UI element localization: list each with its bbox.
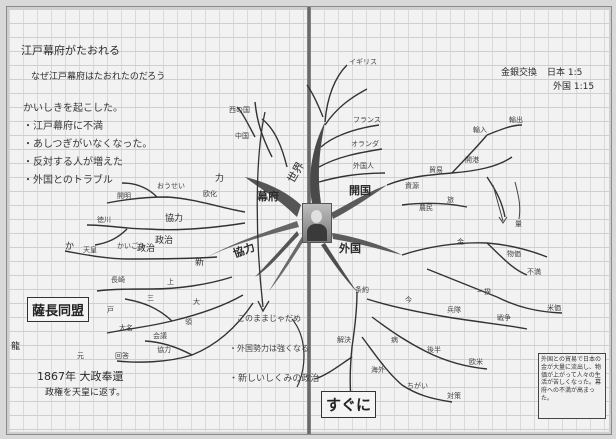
branch-word: 後半 bbox=[427, 346, 441, 354]
branch-word: 物価 bbox=[507, 250, 521, 258]
branch-word: イギリス bbox=[349, 58, 377, 66]
reason-item: ・反対する人が増えた bbox=[23, 157, 123, 168]
branch-word: 力 bbox=[215, 174, 225, 184]
branch-word: 海外 bbox=[371, 366, 385, 374]
central-blob bbox=[245, 177, 301, 217]
branch-word: 不満 bbox=[527, 268, 541, 276]
page-title: 江戸幕府がたおれる bbox=[21, 44, 120, 57]
branch-word: 三 bbox=[147, 294, 154, 302]
notebook-spread: 江戸幕府がたおれる なぜ江戸幕府はたおれたのだろう かいしきを起こした。 ・江戸… bbox=[6, 6, 612, 435]
branch-word: 輸入 bbox=[473, 126, 487, 134]
branch-word: 中国 bbox=[235, 132, 249, 140]
exchange-title: 金銀交換 bbox=[501, 68, 538, 78]
branch-word: 上 bbox=[167, 278, 174, 286]
center-note-line: ・新しいしくみの政治 bbox=[229, 374, 320, 384]
branch-word: 欧化 bbox=[203, 190, 217, 198]
branch-word: 金 bbox=[457, 238, 464, 246]
branch-word: 大 bbox=[193, 298, 200, 306]
branch-word: かいごう bbox=[117, 242, 145, 250]
branch-word: 領 bbox=[185, 318, 192, 326]
branch-word: 量 bbox=[515, 220, 522, 228]
branch-word: 長崎 bbox=[111, 276, 125, 284]
reason-item: ・あしつぎがいなくなった。 bbox=[23, 139, 153, 150]
central-arm-lower bbox=[321, 243, 357, 292]
branch-word: 資源 bbox=[405, 182, 419, 190]
soon-box: すぐに bbox=[321, 391, 377, 418]
central-arm-rightlow bbox=[332, 233, 402, 255]
portrait-face bbox=[311, 210, 322, 223]
branch-word: 大名 bbox=[119, 324, 133, 332]
branch-word: フランス bbox=[353, 116, 381, 124]
branch-word: 新 bbox=[195, 258, 205, 268]
branch-word: 一揆 bbox=[477, 288, 491, 296]
central-arm-lowleft2 bbox=[269, 235, 305, 291]
branch-word: ちがい bbox=[407, 382, 428, 390]
branch-word: 対策 bbox=[447, 392, 461, 400]
branch-word: 政治 bbox=[137, 244, 156, 254]
alliance-box: 薩長同盟 bbox=[27, 297, 90, 322]
center-note-line: ・外国勢力は強くなる bbox=[229, 344, 309, 353]
branch-word: 今 bbox=[405, 296, 412, 304]
branch-word: 回答 bbox=[115, 352, 129, 360]
label-bakufu: 幕府 bbox=[257, 190, 279, 203]
branch-word: 外国人 bbox=[353, 162, 374, 170]
branch-word: 欧米 bbox=[469, 358, 483, 366]
exchange-japan: 日本 1:5 bbox=[547, 68, 583, 78]
branch-word: 解決 bbox=[337, 336, 351, 344]
portrait-image bbox=[302, 203, 332, 243]
branch-word: 徳川 bbox=[97, 216, 111, 224]
branch-word: 天皇 bbox=[83, 246, 97, 254]
center-note-heading: このままじゃだめ bbox=[237, 314, 301, 323]
reason-item: ・外国とのトラブル bbox=[23, 175, 113, 186]
label-seiji: 政治 bbox=[155, 236, 174, 246]
branch-word: 条約 bbox=[355, 286, 369, 294]
branch-word: 病 bbox=[391, 336, 398, 344]
portrait-coat bbox=[307, 224, 327, 241]
left-page bbox=[9, 9, 308, 431]
central-arm-top bbox=[310, 122, 325, 203]
branch-word: 兵隊 bbox=[447, 306, 461, 314]
branch-word: 西の国 bbox=[229, 106, 250, 114]
reason-item: ・江戸幕府に不満 bbox=[23, 121, 103, 132]
central-arm-right bbox=[331, 185, 387, 219]
reasons-list: かいしきを起こした。 ・江戸幕府に不満 ・あしつぎがいなくなった。 ・反対する人… bbox=[23, 99, 152, 189]
branch-word: オランダ bbox=[351, 140, 379, 148]
label-gaikoku: 外国 bbox=[339, 242, 361, 255]
label-kaikoku: 開国 bbox=[349, 184, 371, 197]
central-arm-lowerleft bbox=[255, 231, 299, 277]
central-arm-left bbox=[207, 221, 299, 257]
branch-word: 農民 bbox=[419, 204, 433, 212]
branch-word: 米価 bbox=[547, 304, 561, 312]
reason-item: かいしきを起こした。 bbox=[23, 103, 123, 114]
branch-word: か bbox=[65, 242, 75, 252]
branch-word: 戦争 bbox=[497, 314, 511, 322]
question-text: なぜ江戸幕府はたおれたのだろう bbox=[31, 72, 166, 82]
branch-word: 元 bbox=[77, 352, 84, 360]
branch-word: 開明 bbox=[117, 192, 131, 200]
corner-summary-box: 外国との貿易で日本の金が大量に流出し、物価が上がって人々の生活が苦しくなった。幕… bbox=[538, 353, 606, 419]
exchange-foreign: 外国 1:15 bbox=[553, 82, 595, 92]
branch-word: 会議 bbox=[153, 332, 167, 340]
branch-word: おうせい bbox=[157, 182, 185, 190]
return-line: 政権を天皇に返す。 bbox=[45, 388, 126, 398]
branch-word: 協力 bbox=[165, 214, 184, 224]
side-label: 龍 bbox=[11, 342, 21, 352]
branch-word: 開港 bbox=[465, 156, 479, 164]
branch-word: 旅 bbox=[447, 196, 454, 204]
mind-map-drawing bbox=[64, 64, 563, 408]
branch-word: 貿易 bbox=[429, 166, 443, 174]
year-line: 1867年 大政奉還 bbox=[37, 370, 124, 383]
branch-word: 輸出 bbox=[509, 116, 523, 124]
branch-word: 戸 bbox=[107, 306, 114, 314]
branch-word: 協力 bbox=[157, 346, 171, 354]
